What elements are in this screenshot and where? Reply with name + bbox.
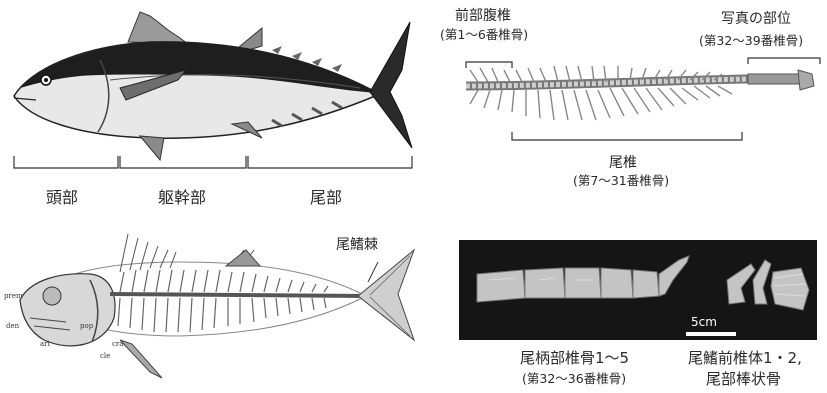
caudal-caption-line2: 尾部棒状骨 <box>706 368 781 389</box>
bone-label-art: art <box>40 340 50 348</box>
peduncle-caption-line1: 尾柄部椎骨1～5 <box>520 347 629 368</box>
caudal-caption-line1: 尾鰭前椎体1・2, <box>688 347 802 368</box>
bone-label-den: den <box>6 322 19 330</box>
bone-photo: 5cm <box>459 240 817 340</box>
bone-label-pop: pop <box>80 322 93 330</box>
peduncle-caption-line2: (第32～36番椎骨) <box>522 368 626 387</box>
bone-label-cle: cle <box>100 352 110 360</box>
scale-bar <box>686 332 736 336</box>
caudal-spine-label: 尾鰭棘 <box>336 234 378 254</box>
bone-label-prem: prem <box>4 292 23 300</box>
bone-label-cra: cra <box>112 340 123 348</box>
scale-label: 5cm <box>691 315 717 329</box>
